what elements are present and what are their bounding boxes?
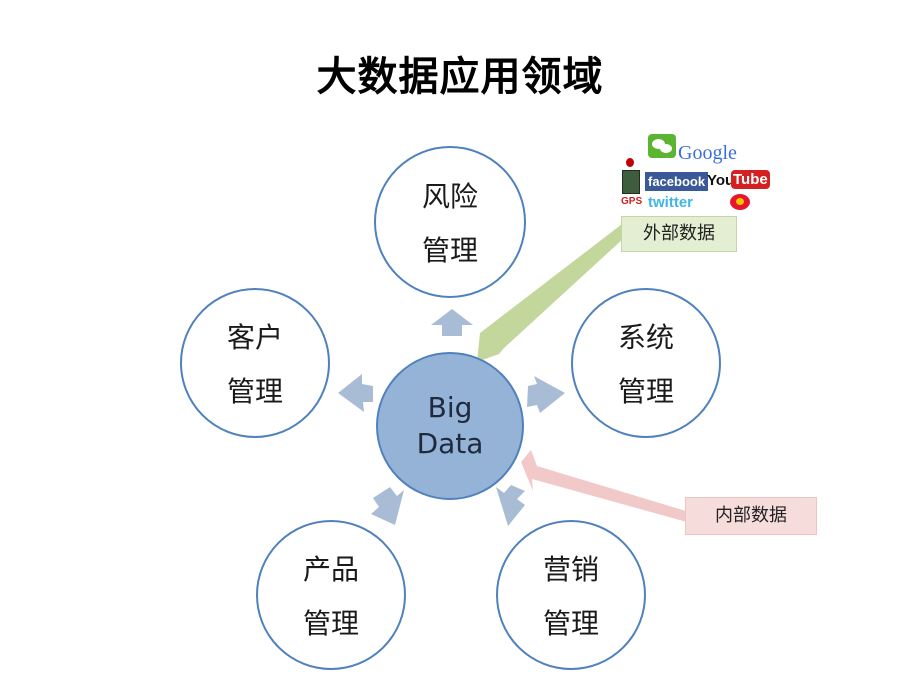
gps-logo: GPS — [621, 196, 643, 207]
node-system-line1: 系统 — [617, 321, 674, 354]
system-node-circle — [571, 288, 721, 438]
node-risk-line2: 管理 — [421, 234, 478, 267]
arrow-to-marketing — [496, 485, 525, 526]
customer-node-circle — [180, 288, 330, 438]
node-product-line2: 管理 — [302, 607, 359, 640]
product-node-circle — [256, 520, 406, 670]
marketing-node-circle — [496, 520, 646, 670]
center-node-circle — [376, 352, 524, 500]
node-product-line1: 产品 — [302, 553, 359, 586]
arrow-to-system — [527, 376, 565, 413]
node-system: 系统 管理 — [586, 311, 706, 419]
node-marketing-line2: 管理 — [542, 607, 599, 640]
center-label-line1: Big — [427, 391, 473, 424]
youtube-tube-logo: Tube — [731, 170, 770, 189]
center-label: Big Data — [390, 390, 510, 462]
arrow-to-product — [371, 487, 404, 525]
node-risk: 风险 管理 — [390, 170, 510, 278]
phone-icon — [622, 170, 640, 194]
node-customer: 客户 管理 — [195, 311, 315, 419]
twitter-logo: twitter — [648, 194, 693, 211]
node-customer-line2: 管理 — [226, 375, 283, 408]
node-marketing-line1: 营销 — [542, 553, 599, 586]
arrow-to-customer — [338, 374, 373, 412]
google-logo: Google — [678, 142, 737, 164]
external-sources-logos: Google facebook You Tube GPS twitter — [618, 132, 770, 216]
weibo-icon — [730, 194, 750, 210]
arrow-to-risk — [431, 309, 473, 336]
node-marketing: 营销 管理 — [511, 543, 631, 651]
node-system-line2: 管理 — [617, 375, 674, 408]
page-title: 大数据应用领域 — [316, 54, 604, 100]
external-data-label: 外部数据 — [621, 216, 737, 252]
node-product: 产品 管理 — [271, 543, 391, 651]
facebook-logo: facebook — [645, 172, 709, 191]
youtube-you-logo: You — [707, 172, 735, 189]
node-customer-line1: 客户 — [226, 321, 283, 354]
wechat-icon — [648, 134, 676, 158]
center-label-line2: Data — [416, 427, 484, 460]
risk-node-circle — [374, 146, 526, 298]
apple-icon — [626, 158, 634, 167]
internal-data-arrow — [521, 450, 696, 524]
external-data-arrow — [477, 221, 636, 362]
internal-data-label: 内部数据 — [685, 497, 817, 535]
node-risk-line1: 风险 — [421, 180, 478, 213]
